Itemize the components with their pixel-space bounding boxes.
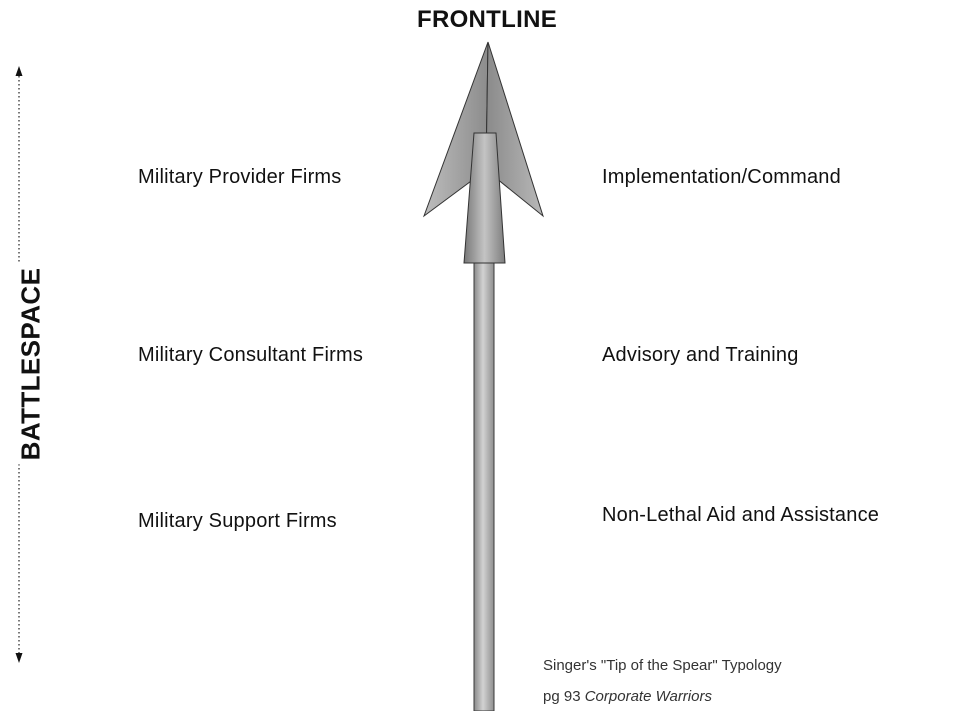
caption-source-prefix: pg 93 [543,688,585,705]
right-label-advisory: Advisory and Training [602,344,799,366]
right-label-nonlethal: Non-Lethal Aid and Assistance [602,504,880,526]
caption-source: pg 93 Corporate Warriors [543,688,712,705]
spear-shaft [473,261,495,711]
left-label-consultant: Military Consultant Firms [138,344,364,366]
caption-source-book: Corporate Warriors [584,688,712,705]
left-label-provider: Military Provider Firms [138,166,342,188]
battlespace-label: BATTLESPACE [15,263,47,465]
spear-collar [463,132,506,264]
right-label-implementation: Implementation/Command [602,166,841,188]
axis-arrow-up-icon [15,66,23,76]
spear-head-right [485,41,544,218]
caption-typology: Singer's "Tip of the Spear" Typology [543,657,782,674]
axis-arrow-down-icon [15,653,23,663]
frontline-title: FRONTLINE [416,6,558,33]
left-label-support: Military Support Firms [138,510,337,532]
